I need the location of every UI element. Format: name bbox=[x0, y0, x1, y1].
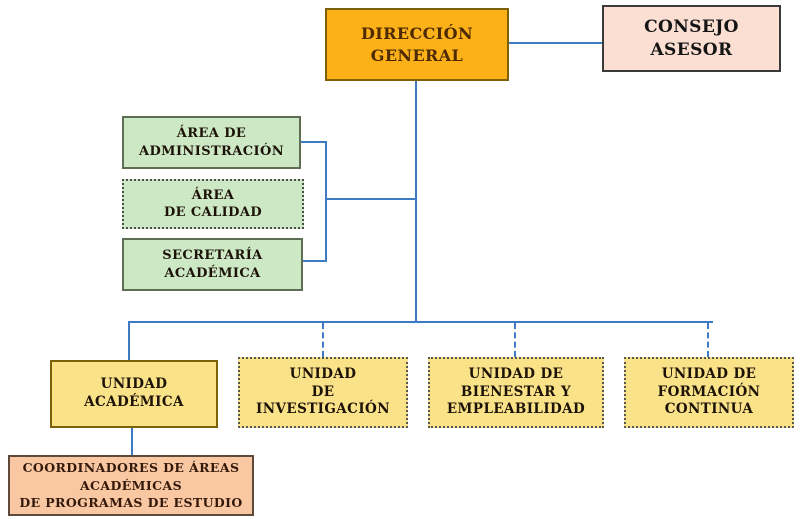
connector-direccion-consejo bbox=[508, 42, 603, 44]
connector-trunk-vertical bbox=[415, 80, 417, 322]
connector-units-horizontal bbox=[128, 321, 713, 323]
connector-areas-bracket bbox=[325, 141, 327, 262]
node-unidad-bienestar: UNIDAD DE BIENESTAR Y EMPLEABILIDAD bbox=[428, 357, 604, 428]
node-coordinadores: COORDINADORES DE ÁREAS ACADÉMICAS DE PRO… bbox=[8, 455, 254, 516]
node-unidad-formacion: UNIDAD DE FORMACIÓN CONTINUA bbox=[624, 357, 794, 428]
connector-academica-coordinadores bbox=[131, 428, 133, 455]
node-secretaria-academica: SECRETARÍA ACADÉMICA bbox=[122, 238, 303, 291]
connector-secretaria-branch bbox=[300, 260, 327, 262]
node-area-calidad: ÁREA DE CALIDAD bbox=[122, 179, 304, 229]
connector-drop-investigacion bbox=[322, 323, 324, 357]
node-area-administracion: ÁREA DE ADMINISTRACIÓN bbox=[122, 116, 301, 169]
connector-drop-formacion bbox=[707, 323, 709, 357]
node-direccion-general: DIRECCIÓN GENERAL bbox=[325, 8, 509, 81]
connector-drop-bienestar bbox=[514, 323, 516, 357]
node-unidad-investigacion: UNIDAD DE INVESTIGACIÓN bbox=[238, 357, 408, 428]
connector-administracion-branch bbox=[300, 141, 327, 143]
node-unidad-academica: UNIDAD ACADÉMICA bbox=[50, 360, 218, 428]
connector-areas-to-trunk bbox=[327, 198, 416, 200]
node-consejo-asesor: CONSEJO ASESOR bbox=[602, 5, 781, 72]
connector-drop-academica bbox=[128, 321, 130, 361]
